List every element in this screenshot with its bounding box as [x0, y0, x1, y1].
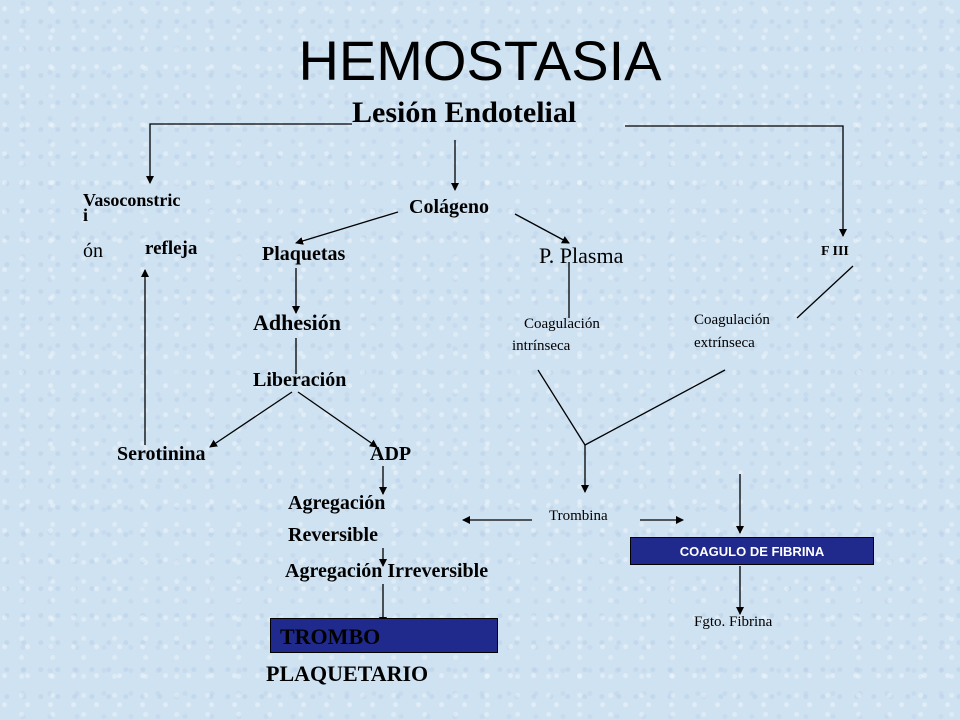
node-p-plasma: P. Plasma	[539, 243, 624, 268]
node-trombina: Trombina	[549, 508, 608, 524]
page-title: HEMOSTASIA	[298, 29, 662, 92]
node-refleja: refleja	[145, 238, 198, 259]
arrow-liberacion-to-adp	[297, 391, 378, 448]
node-agregacion-reversible-line2: Reversible	[288, 524, 378, 546]
arrow-colageno-to-pplasma	[514, 213, 570, 244]
node-adhesion: Adhesión	[253, 310, 342, 335]
node-plaquetas: Plaquetas	[262, 243, 346, 265]
node-coag-intrinseca-line2: intrínseca	[512, 338, 571, 354]
node-trombo-line2: PLAQUETARIO	[266, 661, 429, 686]
line-extrinseca-to-junction	[584, 369, 726, 446]
arrow-lesion-to-vasoconstriccion	[146, 123, 352, 184]
node-vasoconstriccion-line3: ón	[83, 240, 103, 262]
node-coag-intrinseca-line1: Coagulación	[524, 316, 600, 332]
node-coag-extrinseca-line2: extrínseca	[694, 335, 755, 351]
line-fiii-to-extrinseca	[796, 265, 854, 319]
arrow-colageno-to-plaquetas	[295, 211, 399, 245]
node-coagulo-de-fibrina: COAGULO DE FIBRINA	[630, 537, 874, 565]
node-vasoconstriccion-line2: i	[83, 205, 89, 225]
node-f-iii: F III	[821, 244, 849, 259]
node-agregacion-reversible-line1: Agregación	[288, 492, 386, 514]
line-intrinseca-to-junction	[537, 369, 586, 446]
node-trombo-line1: TROMBO	[280, 624, 381, 649]
node-serotinina: Serotinina	[117, 443, 206, 465]
node-liberacion: Liberación	[253, 369, 347, 391]
trombo-box	[270, 618, 498, 653]
node-adp: ADP	[370, 443, 412, 465]
node-lesion-endotelial: Lesión Endotelial	[352, 96, 577, 129]
arrow-liberacion-to-serotinina	[209, 391, 293, 448]
node-vasoconstriccion-line1: Vasoconstric	[83, 190, 181, 210]
node-agregacion-irreversible: Agregación Irreversible	[285, 560, 489, 582]
node-coag-extrinseca-line1: Coagulación	[694, 312, 770, 328]
arrow-lesion-to-fiii	[625, 125, 847, 237]
node-colageno: Colágeno	[409, 196, 489, 218]
node-fgto-fibrina: Fgto. Fibrina	[694, 614, 773, 630]
